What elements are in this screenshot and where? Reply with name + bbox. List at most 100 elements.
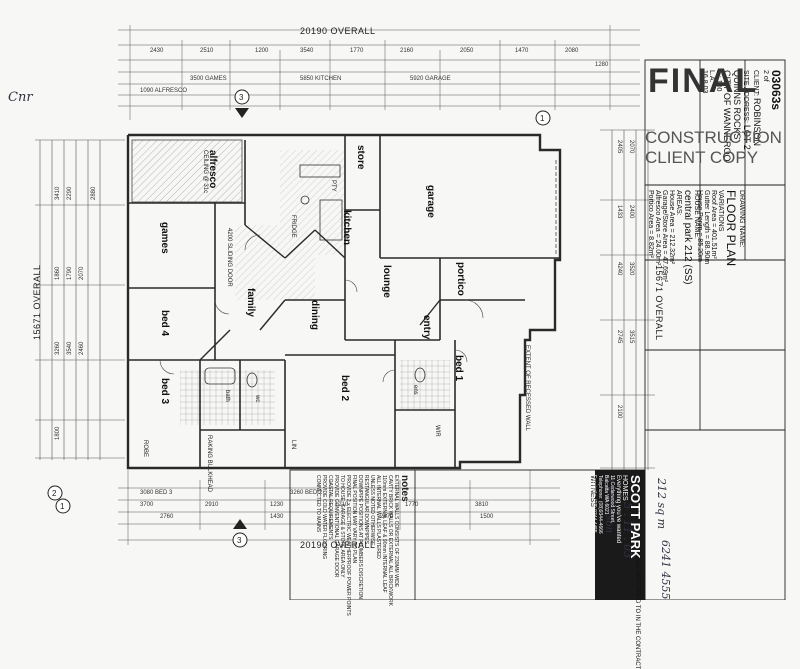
floor-plan-sheet: 20190 OVERALL 20190 OVERALL 15671 OVERAL… — [8, 25, 786, 669]
dim-top-4: 2430 — [150, 48, 164, 54]
stamp-client: CLIENT COPY — [645, 148, 759, 167]
dim-top-0: 1090 ALFRESCO — [140, 88, 188, 94]
dim-bottom-10: 2970 — [380, 514, 394, 520]
toilet — [246, 372, 258, 388]
bath-tiles — [180, 370, 275, 425]
brand-block: SCOTT PARK HOMES Everything you've wante… — [591, 475, 643, 600]
dim-left-5: 3260 — [55, 341, 61, 355]
room-kitchen: kitchen — [341, 210, 352, 246]
dim-bottom-4: 1230 — [270, 502, 284, 508]
brand-fax: Facsimile: (08) 9344 4455 — [591, 475, 597, 533]
kitchen-bench — [319, 199, 343, 241]
dim-bottom-3: 2910 — [205, 502, 219, 508]
brand-sub: HOMES — [621, 475, 628, 501]
area-line-2: Alfresco Area = 24.00m² — [654, 190, 661, 266]
dim-left-2: 1860 — [55, 266, 61, 280]
dim-right-3: 2400 — [628, 205, 634, 219]
notes-line-5: RESTANGULAR DOWNPIPES — [363, 475, 369, 545]
overall-top: 20190 OVERALL — [300, 26, 376, 36]
handwritten-phone-note: 6241 4555 — [659, 540, 672, 600]
dim-right-7: 3515 — [628, 330, 634, 344]
dim-right-8: 2100 — [616, 405, 622, 419]
notes-line-2: 110mm EXTERNAL LEAF & 90mm INTERNAL LEAF — [381, 475, 387, 593]
room-bed1: bed 1 — [453, 355, 464, 382]
section-markers — [47, 89, 551, 548]
ens-tiles — [400, 360, 450, 410]
room-portico: portico — [455, 262, 466, 296]
dim-top-8: 1770 — [350, 48, 364, 54]
outer-walls — [126, 133, 562, 470]
notes-line-0: EXTERNAL WALLS CONSISTS OF 230MM WIDE — [393, 475, 399, 588]
room-lounge: lounge — [381, 265, 392, 298]
brand-tagline: Everything you've wanted — [615, 475, 621, 544]
dim-right-6: 2745 — [616, 330, 622, 344]
room-bed3: bed 3 — [159, 378, 170, 405]
dim-bottom-11: 1500 — [480, 514, 494, 520]
stamp-final: FINAL — [648, 62, 759, 100]
room-bed4: bed 4 — [159, 310, 170, 337]
dim-bottom-8: 2760 — [160, 514, 174, 520]
dim-top-5: 2510 — [200, 48, 214, 54]
brand-town: Balcatta WA 6021 — [603, 475, 609, 515]
areas-label: AREAS: — [675, 190, 682, 216]
dim-top-1: 3500 GAMES — [190, 76, 227, 82]
dim-top-11: 1470 — [515, 48, 529, 54]
room-garage: garage — [425, 185, 436, 218]
angled-walls — [199, 224, 441, 361]
label-raking-bulkhead: RAKING BULKHEAD — [206, 435, 212, 493]
dim-right-0: 2405 — [616, 140, 622, 154]
label-linen: LIN — [290, 440, 296, 450]
bottom-dimension-lines — [118, 487, 560, 541]
dim-right-5: 3520 — [628, 262, 634, 276]
room-dining: dining — [309, 300, 320, 330]
label-ceiling: CEILING @ 31c — [202, 150, 208, 194]
floor-plan-drawing — [35, 25, 786, 600]
room-games: games — [159, 222, 170, 254]
dim-left-7: 2460 — [79, 341, 85, 355]
notes-line-4: UNLESS NOTED OTHERWISE — [369, 475, 375, 546]
sheet-number: 2 of — [762, 70, 769, 82]
dim-bottom-6: 1770 — [405, 502, 419, 508]
section-marker-3-top: 3 — [239, 93, 244, 102]
notes-line-8: PROVIDE 2 x ELECTRIC WEATHERPROOF POWER … — [345, 475, 351, 616]
dim-left-8: 1800 — [55, 426, 61, 440]
room-store: store — [355, 145, 366, 170]
dim-bottom-0: 3080 BED 3 — [140, 490, 173, 496]
area-line-3: Portico Area = 8.82m² — [647, 190, 654, 258]
section-marker-1: 1 — [540, 114, 545, 123]
label-robe: ROBE — [142, 440, 148, 458]
dim-bottom-7: 3810 — [475, 502, 489, 508]
notes-line-12: PROVIDE COLD WATER FLOORING — [321, 475, 327, 560]
dim-bottom-2: 3700 — [140, 502, 154, 508]
family-floor-hatch — [235, 150, 345, 300]
left-dimension-lines — [39, 140, 101, 460]
dim-left-0: 3410 — [55, 186, 61, 200]
notes-line-10: PROVIDE CONVENTIONAL GARAGE DOOR — [333, 475, 339, 578]
handwritten-area-note: 212 sq m — [655, 478, 668, 530]
dim-bottom-5: 1210 — [335, 502, 349, 508]
door-swings — [159, 234, 484, 383]
ens-toilet — [414, 367, 426, 383]
room-entry: entry — [421, 315, 432, 340]
internal-walls — [128, 135, 560, 468]
room-alfresco: alfresco — [207, 150, 218, 189]
overall-left: 15671 OVERALL — [32, 264, 42, 340]
area-line-1: Garage/Store Area = 47.69m² — [661, 190, 668, 283]
notes-line-11: COASTAL REQUIREMENTS — [327, 475, 333, 540]
notes-heading: notes — [399, 475, 410, 502]
stamp-construction: CONSTRUCTION — [645, 128, 782, 147]
section-marker-2: 2 — [52, 489, 57, 498]
bathtub — [204, 367, 236, 385]
area-line-0: House Area = 212.32m² — [668, 190, 675, 265]
kitchen-sink — [300, 195, 310, 205]
dim-top-9: 2160 — [400, 48, 414, 54]
room-ens: ens — [412, 385, 418, 395]
dim-bottom-9: 1430 — [270, 514, 284, 520]
left-dimension-ticks — [35, 139, 125, 459]
notes-line-6: DOWNPIPE POSITIONS AT PLUMBERS DISCRETIO… — [357, 475, 363, 601]
room-bed2: bed 2 — [339, 375, 350, 402]
brand-phone: Telephone: (08)9344-4666 — [597, 475, 603, 534]
dim-left-9: 2880 — [91, 186, 97, 200]
overall-bottom: 20190 OVERALL — [300, 540, 376, 550]
brand-panel-bg — [595, 470, 645, 600]
